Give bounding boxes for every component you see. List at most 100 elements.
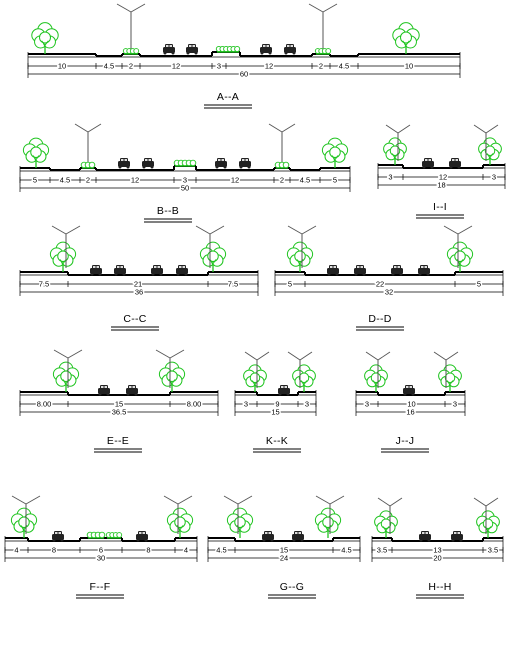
- car-icon: [419, 531, 431, 542]
- car-icon: [418, 265, 430, 276]
- dimension-label: 3: [492, 173, 496, 182]
- street-lamp-icon: [155, 349, 185, 388]
- tree-icon: [158, 361, 186, 392]
- dimension-label: 3: [305, 400, 309, 409]
- car-icon: [151, 265, 163, 276]
- total-width-label: 18: [437, 181, 445, 190]
- total-width-label: 60: [240, 70, 248, 79]
- dimension-label: 3: [183, 176, 187, 185]
- street-lamp-icon: [377, 497, 403, 534]
- car-icon: [260, 44, 272, 55]
- total-width-label: 20: [433, 554, 441, 563]
- street-lamp-icon: [308, 3, 338, 50]
- car-icon: [327, 265, 339, 276]
- car-icon: [186, 44, 198, 55]
- dimension-label: 10: [407, 400, 415, 409]
- dimension-label: 10: [58, 62, 66, 71]
- total-width-label: 36.5: [112, 408, 127, 417]
- car-icon: [142, 158, 154, 169]
- car-icon: [114, 265, 126, 276]
- dimension-label: 4.5: [104, 62, 114, 71]
- section-title: F--F: [76, 581, 124, 599]
- dimension-label: 3.5: [488, 546, 498, 555]
- dimension-label: 13: [433, 546, 441, 555]
- car-icon: [403, 385, 415, 396]
- street-lamp-icon: [51, 225, 81, 268]
- shrub-icon: [122, 48, 140, 55]
- section-title: J--J: [381, 435, 429, 453]
- shrub-icon: [173, 159, 197, 167]
- dimension-label: 10: [405, 62, 413, 71]
- street-lamp-icon: [163, 495, 193, 534]
- tree-icon: [383, 137, 407, 165]
- car-icon: [239, 158, 251, 169]
- section-title-label: E--E: [107, 435, 129, 447]
- dimension-label: 9: [275, 400, 279, 409]
- section-title: D--D: [356, 313, 404, 331]
- tree-icon: [22, 137, 50, 168]
- street-lamp-icon: [116, 3, 146, 50]
- tree-icon: [286, 241, 314, 272]
- dimension-label: 5: [477, 280, 481, 289]
- car-icon: [52, 531, 64, 542]
- car-icon: [354, 265, 366, 276]
- dimension-chain: 3.5 13 3.5 20: [371, 544, 504, 564]
- tree-icon: [321, 137, 349, 168]
- dimension-label: 4.5: [216, 546, 226, 555]
- dimension-label: 2: [129, 62, 133, 71]
- section-title-label: J--J: [396, 435, 415, 447]
- total-width-label: 32: [385, 288, 393, 297]
- dimension-label: 4: [14, 546, 18, 555]
- dimension-label: 4.5: [300, 176, 310, 185]
- tree-icon: [49, 241, 77, 272]
- tree-icon: [364, 364, 388, 392]
- car-icon: [163, 44, 175, 55]
- tree-icon: [52, 361, 80, 392]
- dimension-label: 7.5: [228, 280, 238, 289]
- car-icon: [126, 385, 138, 396]
- dimension-label: 3.5: [377, 546, 387, 555]
- dimension-label: 21: [134, 280, 142, 289]
- street-lamp-icon: [443, 225, 473, 268]
- section-title: G--G: [268, 581, 316, 599]
- tree-icon: [199, 241, 227, 272]
- dimension-label: 3: [244, 400, 248, 409]
- car-icon: [90, 265, 102, 276]
- dimension-label: 4: [184, 546, 188, 555]
- street-lamp-icon: [53, 349, 83, 388]
- dimension-label: 12: [172, 62, 180, 71]
- section-title-label: D--D: [368, 313, 391, 325]
- total-width-label: 30: [97, 554, 105, 563]
- section-title: K--K: [253, 435, 301, 453]
- tree-icon: [31, 22, 59, 54]
- section-title-label: A--A: [217, 91, 239, 103]
- tree-icon: [392, 22, 420, 54]
- street-lamp-icon: [74, 123, 102, 164]
- dimension-label: 3: [217, 62, 221, 71]
- tree-icon: [476, 510, 500, 538]
- street-lamp-icon: [11, 495, 41, 534]
- car-icon: [391, 265, 403, 276]
- cross-section-h: 3.5 13 3.5 20: [371, 497, 504, 564]
- dimension-label: 6: [99, 546, 103, 555]
- section-title: C--C: [111, 313, 159, 331]
- dimension-label: 12: [265, 62, 273, 71]
- car-icon: [118, 158, 130, 169]
- dimension-label: 22: [376, 280, 384, 289]
- section-title-label: K--K: [266, 435, 288, 447]
- tree-icon: [292, 364, 316, 392]
- total-width-label: 16: [406, 408, 414, 417]
- section-title: I--I: [416, 201, 464, 219]
- section-title-label: C--C: [123, 313, 146, 325]
- dimension-label: 8.00: [187, 400, 202, 409]
